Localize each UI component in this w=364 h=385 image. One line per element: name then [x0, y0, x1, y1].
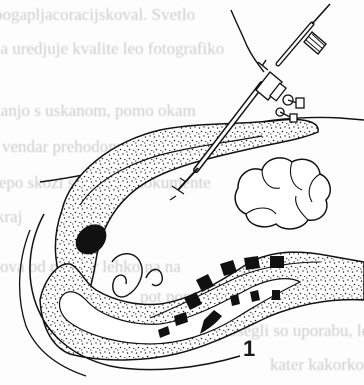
intestine-loops — [235, 158, 330, 229]
curl-structure — [146, 269, 162, 285]
figure-number: 1 — [243, 336, 255, 362]
instrument-rod — [312, 4, 330, 24]
eyepiece — [304, 32, 326, 54]
tube-structure — [112, 254, 142, 297]
